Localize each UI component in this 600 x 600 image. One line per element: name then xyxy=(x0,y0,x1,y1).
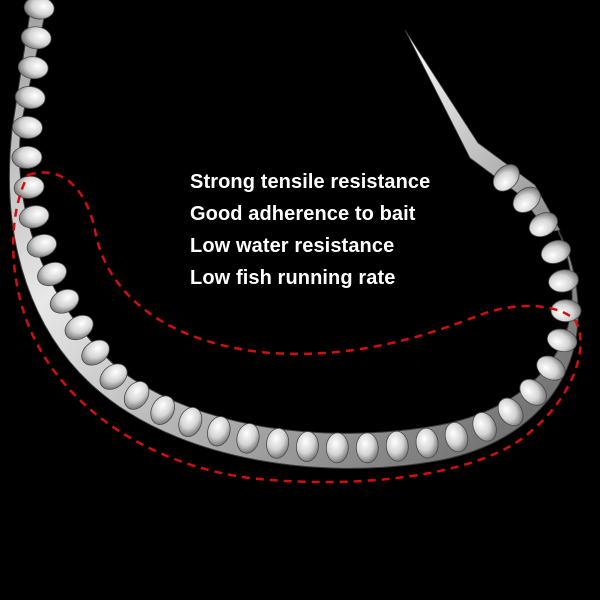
hook-groove xyxy=(325,432,349,464)
hook-groove xyxy=(64,314,94,341)
hook-groove xyxy=(26,233,57,258)
hook-groove xyxy=(519,378,547,406)
hook-groove xyxy=(49,288,80,314)
hook-grooves xyxy=(11,0,582,464)
feature-item: Good adherence to bait xyxy=(190,203,416,225)
hook-groove xyxy=(540,239,571,264)
highlight-outline xyxy=(11,171,582,484)
hook-groove xyxy=(14,86,46,109)
hook-groove xyxy=(444,421,469,453)
hook-groove xyxy=(23,0,55,20)
hook-groove xyxy=(472,412,497,442)
hook-groove xyxy=(548,269,579,293)
feature-item: Strong tensile resistance xyxy=(190,171,431,193)
feature-item: Low fish running rate xyxy=(190,267,396,289)
hook-groove xyxy=(492,164,520,192)
hook-groove xyxy=(81,339,110,366)
hook-groove xyxy=(295,431,319,462)
hook-groove xyxy=(550,299,582,323)
feature-item: Low water resistance xyxy=(190,235,395,257)
hook-groove xyxy=(12,115,43,139)
hook-groove xyxy=(236,423,260,454)
hook-groove xyxy=(528,212,558,238)
hook-groove xyxy=(11,145,43,169)
hook-groove xyxy=(18,205,50,229)
feature-list: Strong tensile resistance Good adherence… xyxy=(190,172,430,300)
hook-groove xyxy=(536,355,566,381)
hook-groove xyxy=(178,407,203,437)
hook-groove xyxy=(546,328,578,353)
hook-groove xyxy=(37,261,67,287)
hook-groove xyxy=(99,363,128,390)
hook-groove xyxy=(355,432,379,464)
hook-groove xyxy=(497,397,524,427)
hook-groove xyxy=(207,416,231,447)
hook-groove xyxy=(20,26,52,50)
hook-groove xyxy=(512,186,541,213)
hook-groove xyxy=(123,381,150,410)
hook-groove xyxy=(385,430,409,462)
hook-groove xyxy=(150,395,175,425)
hook-groove xyxy=(415,427,439,459)
hook-groove xyxy=(266,427,290,459)
hook-groove xyxy=(17,56,49,80)
hook-point xyxy=(404,29,561,233)
